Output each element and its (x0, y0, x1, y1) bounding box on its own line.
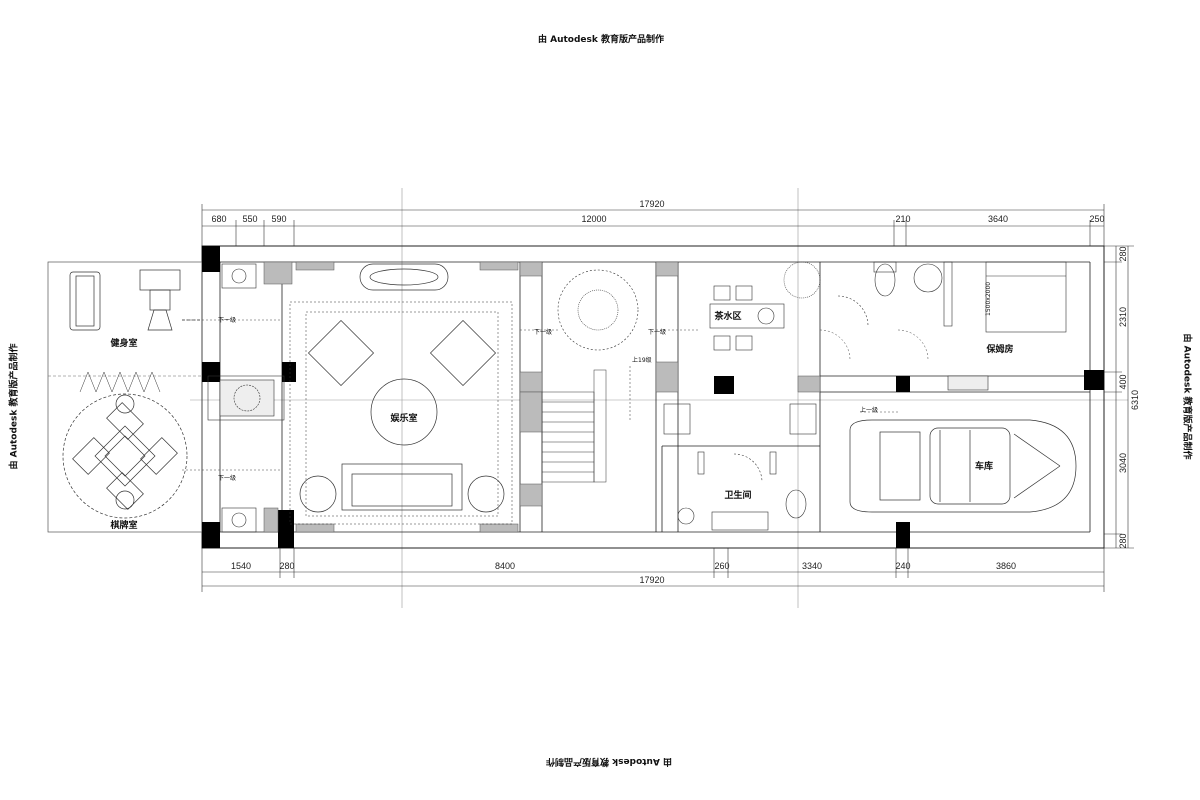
dim-right-3: 400 (1118, 374, 1128, 389)
dim-right-2: 2310 (1118, 307, 1128, 327)
dim-bottom-4: 260 (714, 561, 729, 571)
dim-bottom-5: 3340 (802, 561, 822, 571)
dim-bottom-total: 17920 (639, 575, 664, 585)
car (849, 419, 1077, 513)
room-label-gym: 健身室 (110, 337, 137, 349)
bathroom-fixtures (663, 403, 817, 531)
dim-top-7: 250 (1089, 214, 1104, 224)
building-outline (201, 245, 1105, 549)
side-tables (207, 263, 285, 533)
outdoor-area (47, 261, 203, 533)
dim-bottom-6: 240 (895, 561, 910, 571)
step-down-chess: 下一级 (218, 474, 236, 482)
dim-right-1: 280 (1118, 246, 1128, 261)
nanny-room-fixtures (837, 261, 1067, 391)
door-swings (182, 319, 929, 471)
dim-right-5: 280 (1118, 533, 1128, 548)
stairs (541, 366, 631, 483)
step-up-garage: 上一级 (860, 406, 878, 414)
tea-area (557, 261, 821, 351)
watermark-top: 由 Autodesk 教育版产品制作 (538, 35, 665, 45)
room-label-tea: 茶水区 (713, 310, 741, 322)
room-label-bath: 卫生间 (724, 489, 751, 501)
dim-right-4: 3040 (1118, 453, 1128, 473)
step-down-entertain: 下一级 (534, 328, 552, 336)
wall-blocks (263, 261, 821, 533)
right-dimension-lines (1104, 245, 1134, 549)
bed-text: 1500x2000 (985, 282, 992, 316)
room-label-nanny: 保姆房 (985, 343, 1013, 355)
room-label-chess: 棋牌室 (109, 519, 137, 531)
interior-walls (202, 261, 1091, 533)
dimension-texts: 17920 680 550 590 12000 210 3640 250 154… (211, 199, 1140, 585)
dim-bottom-7: 3860 (996, 561, 1016, 571)
dim-top-5: 210 (895, 214, 910, 224)
dim-top-6: 3640 (988, 214, 1008, 224)
dim-top-3: 590 (271, 214, 286, 224)
chess-table (62, 371, 188, 519)
entertainment-furniture (289, 263, 513, 525)
step-up-stairs: 上19级 (632, 356, 652, 364)
dim-top-4: 12000 (581, 214, 606, 224)
structural-columns (202, 246, 1104, 548)
top-dimension-lines (201, 204, 1105, 246)
dim-bottom-2: 280 (279, 561, 294, 571)
step-down-tea: 下一级 (648, 328, 666, 336)
room-labels: 健身室 棋牌室 娱乐室 茶水区 保姆房 卫生间 车库 (109, 310, 1013, 531)
step-labels: 下一级 下一级 下一级 下一级 上19级 上一级 1500x2000 (218, 282, 992, 482)
dim-top-2: 550 (242, 214, 257, 224)
step-down-gym: 下一级 (218, 316, 236, 324)
bottom-dimension-lines (201, 548, 1105, 592)
dim-top-total: 17920 (639, 199, 664, 209)
gym-equipment (69, 269, 202, 331)
axis-lines (190, 188, 1128, 608)
room-label-garage: 车库 (975, 460, 993, 472)
dim-top-1: 680 (211, 214, 226, 224)
dim-bottom-1: 1540 (231, 561, 251, 571)
room-label-entertainment: 娱乐室 (390, 412, 417, 424)
dim-bottom-3: 8400 (495, 561, 515, 571)
dim-right-total: 6310 (1130, 390, 1140, 410)
